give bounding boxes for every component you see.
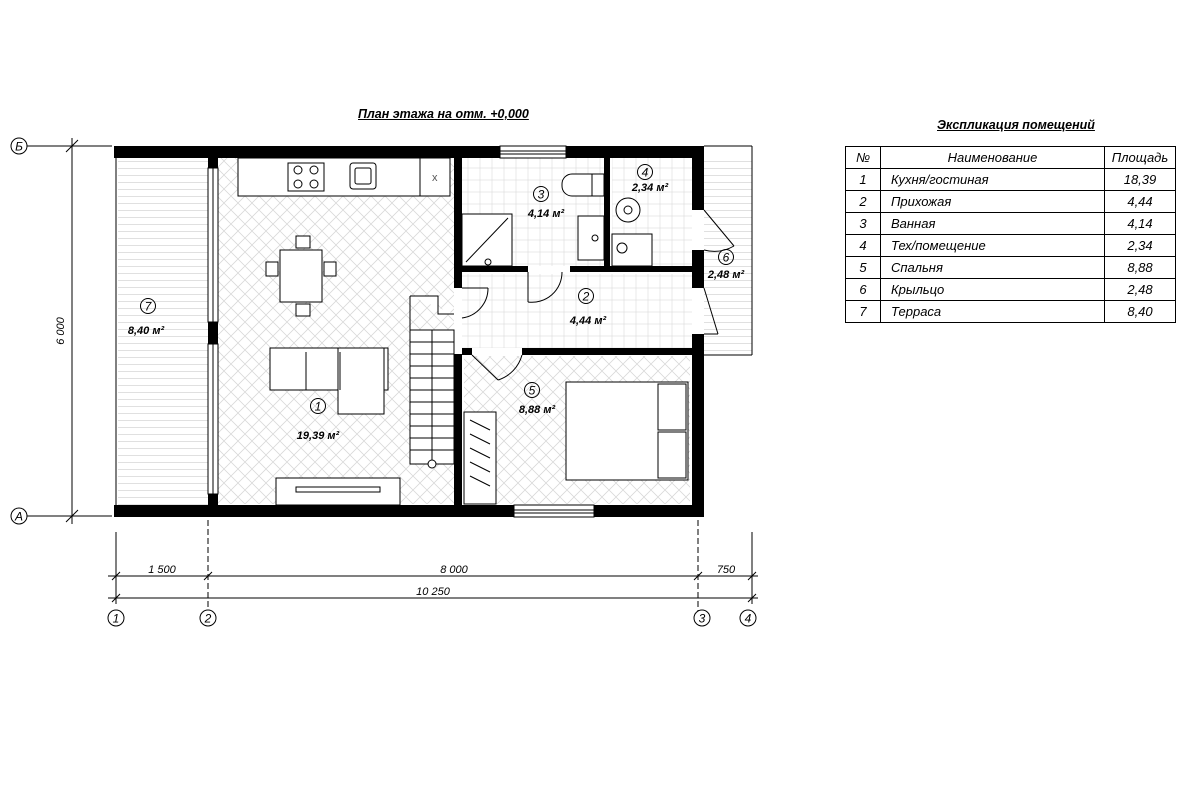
- axis-col-4: 4: [739, 609, 757, 627]
- dimension-labels: 1 500 8 000 750 10 250: [148, 564, 736, 598]
- row-number: 2: [845, 190, 881, 213]
- row-area: 8,88: [1104, 256, 1176, 279]
- header-number: №: [845, 146, 881, 169]
- explication-title: Экспликация помещений: [937, 118, 1095, 132]
- table-row: 5 Спальня 8,88: [845, 256, 1176, 279]
- room-number-6: 6: [723, 251, 730, 265]
- room-label-4: 4 2,34 м²: [631, 164, 669, 194]
- dimension-750: 750: [717, 564, 736, 576]
- bathroom-fixtures: [461, 173, 605, 267]
- row-area: 8,40: [1104, 300, 1176, 323]
- row-number: 4: [845, 234, 881, 257]
- room-labels: 1 19,39 м² 2 4,44 м² 3 4,14 м² 4 2,34 м²…: [128, 164, 745, 442]
- porch-floor: [704, 156, 752, 354]
- row-name: Тех/помещение: [880, 234, 1105, 257]
- svg-text:x: x: [432, 172, 438, 184]
- windows: [207, 145, 595, 518]
- room-number-1: 1: [315, 400, 322, 414]
- row-name: Ванная: [880, 212, 1105, 235]
- row-number: 6: [845, 278, 881, 301]
- staircase: [409, 295, 455, 469]
- doors: [461, 209, 735, 381]
- axis-col-1-label: 1: [113, 612, 120, 626]
- room-area-6: 2,48 м²: [707, 269, 745, 281]
- vertical-dimension-label: 6 000: [55, 316, 67, 344]
- row-area: 18,39: [1104, 168, 1176, 191]
- dimension-8000: 8 000: [440, 564, 468, 576]
- row-name: Спальня: [880, 256, 1105, 279]
- row-area: 2,34: [1104, 234, 1176, 257]
- terrace-outline: [115, 145, 753, 510]
- room-label-3: 3 4,14 м²: [527, 186, 565, 220]
- room-label-7: 7 8,40 м²: [128, 298, 165, 337]
- explication-header-row: № Наименование Площадь: [845, 146, 1176, 169]
- row-area: 4,14: [1104, 212, 1176, 235]
- room-number-5: 5: [529, 384, 536, 398]
- row-number: 7: [845, 300, 881, 323]
- table-row: 4 Тех/помещение 2,34: [845, 234, 1176, 257]
- hallway-floor: [462, 274, 692, 348]
- row-number: 1: [845, 168, 881, 191]
- header-name: Наименование: [880, 146, 1105, 169]
- table-row: 6 Крыльцо 2,48: [845, 278, 1176, 301]
- dining-table: [265, 235, 337, 317]
- room-label-5: 5 8,88 м²: [519, 382, 556, 416]
- room-number-2: 2: [582, 290, 590, 304]
- table-row: 1 Кухня/гостиная 18,39: [845, 168, 1176, 191]
- row-number: 3: [845, 212, 881, 235]
- column-axis-markers: 1 2 3 4: [107, 609, 757, 627]
- axis-col-4-label: 4: [745, 612, 752, 626]
- row-name: Терраса: [880, 300, 1105, 323]
- row-area: 4,44: [1104, 190, 1176, 213]
- dimension-1500: 1 500: [148, 564, 176, 576]
- row-name: Кухня/гостиная: [880, 168, 1105, 191]
- room-area-4: 2,34 м²: [631, 182, 669, 194]
- room-number-4: 4: [642, 166, 649, 180]
- sofa: [269, 347, 389, 415]
- kitchen-counter: x: [237, 157, 451, 197]
- tech-fixtures: [611, 197, 653, 267]
- axis-col-1: 1: [107, 609, 125, 627]
- table-row: 2 Прихожая 4,44: [845, 190, 1176, 213]
- explication-table: № Наименование Площадь 1 Кухня/гостиная …: [845, 146, 1176, 323]
- axis-col-2: 2: [199, 609, 217, 627]
- room-area-5: 8,88 м²: [519, 404, 556, 416]
- row-number: 5: [845, 256, 881, 279]
- table-row: 3 Ванная 4,14: [845, 212, 1176, 235]
- vertical-dimension: [62, 138, 112, 524]
- room-number-3: 3: [538, 188, 545, 202]
- header-area: Площадь: [1104, 146, 1176, 169]
- dimension-10250: 10 250: [416, 586, 451, 598]
- room-label-6: 6 2,48 м²: [707, 249, 745, 281]
- terrace-floor: [118, 156, 208, 508]
- row-name: Крыльцо: [880, 278, 1105, 301]
- tv-unit: [275, 477, 401, 506]
- room-number-7: 7: [145, 300, 153, 314]
- bed: [565, 381, 689, 481]
- room-label-1: 1 19,39 м²: [297, 398, 340, 442]
- axis-col-3-label: 3: [699, 612, 706, 626]
- horizontal-dimensions: [108, 520, 758, 612]
- room-area-2: 4,44 м²: [569, 315, 607, 327]
- room-label-2: 2 4,44 м²: [569, 288, 607, 327]
- axis-row-a-label: А: [14, 510, 23, 524]
- row-area: 2,48: [1104, 278, 1176, 301]
- room-area-1: 19,39 м²: [297, 430, 340, 442]
- room-area-3: 4,14 м²: [527, 208, 565, 220]
- axis-row-b-label: Б: [15, 140, 23, 154]
- room-area-7: 8,40 м²: [128, 325, 165, 337]
- plan-title: План этажа на отм. +0,000: [358, 107, 529, 121]
- wardrobe: [463, 411, 497, 505]
- table-row: 7 Терраса 8,40: [845, 300, 1176, 323]
- axis-col-2-label: 2: [204, 612, 212, 626]
- row-name: Прихожая: [880, 190, 1105, 213]
- axis-col-3: 3: [693, 609, 711, 627]
